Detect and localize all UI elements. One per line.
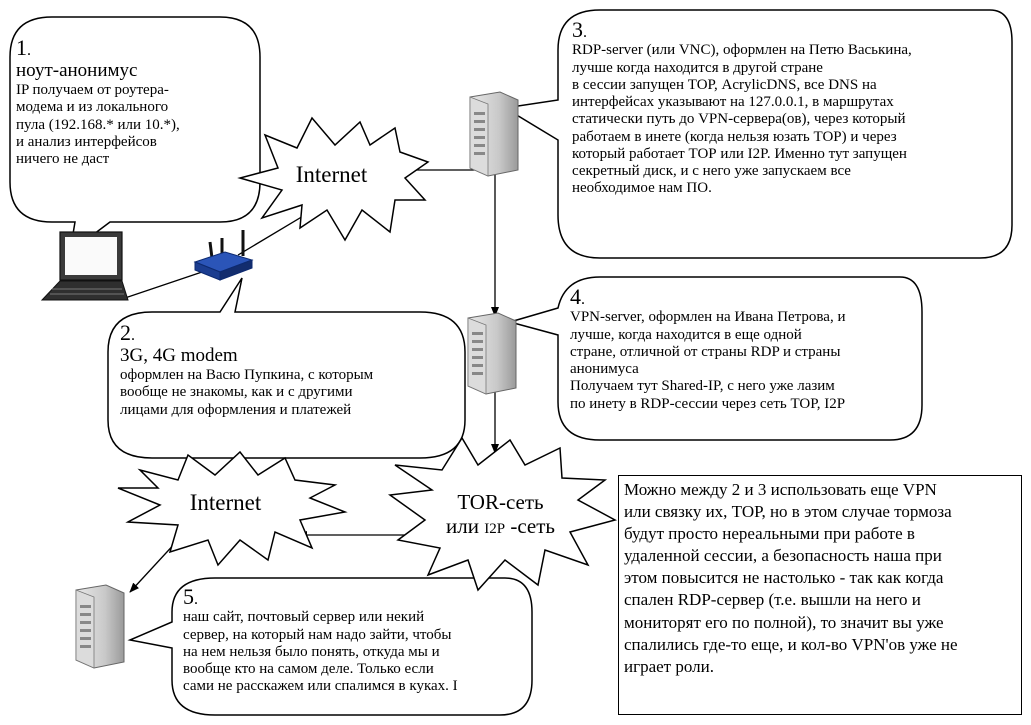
arrow-internet-server5 bbox=[129, 539, 179, 593]
callout-line: необходимое нам ПО. bbox=[572, 180, 712, 197]
callout-text-2: 2. 3G, 4G modem оформлен на Васю Пупкина… bbox=[120, 320, 460, 419]
callout-number-1: 1. bbox=[16, 35, 31, 60]
callout-number-3: 3. bbox=[572, 17, 587, 42]
callout-bubble-2 bbox=[107, 277, 466, 459]
callout-line: IP получаем от роутера- bbox=[16, 82, 169, 99]
callout-text-3: 3. RDP-server (или VNC), оформлен на Пет… bbox=[572, 17, 1007, 198]
callout-line: пула (192.168.* или 10.*), bbox=[16, 116, 180, 133]
internet-cloud-bottom bbox=[117, 450, 348, 567]
callout-heading-2: 3G, 4G modem bbox=[120, 345, 238, 367]
tor-cloud-label: TOR-сеть или I2P -сеть bbox=[428, 490, 573, 538]
note-box: Можно между 2 и 3 использовать еще VPN и… bbox=[618, 475, 1022, 715]
callout-line: интерфейсах указывают на 127.0.0.1, в ма… bbox=[572, 94, 894, 111]
internet-label-bottom: Internet bbox=[189, 490, 262, 515]
internet-cloud-top bbox=[237, 116, 430, 242]
callout-line: анонимуса bbox=[570, 361, 639, 378]
internet-label-top: Internet bbox=[295, 162, 368, 187]
callout-text-1: 1. ноут-анонимус IP получаем от роутера-… bbox=[16, 35, 256, 168]
callout-number-2: 2. bbox=[120, 320, 135, 345]
callout-line: сами не расскажем или спалимся в куках. … bbox=[183, 678, 458, 695]
router-icon bbox=[193, 230, 254, 281]
note-line: спален RDP-сервер (т.е. вышли на него и bbox=[624, 590, 921, 610]
note-line: Можно между 2 и 3 использовать еще VPN bbox=[624, 480, 937, 499]
callout-line: по инету в RDP-сессии через сеть ТОР, I2… bbox=[570, 395, 846, 412]
callout-bubble-3 bbox=[502, 9, 1013, 259]
tor-cloud bbox=[387, 436, 618, 592]
callout-number-5: 5. bbox=[183, 584, 198, 609]
callout-line: лучше когда находится в другой стране bbox=[572, 59, 823, 76]
note-line: мониторят его по полной), то значит вы у… bbox=[624, 612, 944, 632]
callout-line: наш сайт, почтовый сервер или некий bbox=[183, 609, 425, 626]
callout-bubble-4 bbox=[507, 276, 923, 441]
callout-line: и анализ интерфейсов bbox=[16, 133, 157, 150]
callout-line: ничего не даст bbox=[16, 151, 110, 168]
callout-line: RDP-server (или VNC), оформлен на Петю В… bbox=[572, 42, 912, 59]
callout-line: работаем в инете (когда нельзя юзать ТОР… bbox=[572, 128, 897, 145]
callout-line: вообще кто на самом деле. Только если bbox=[183, 661, 434, 678]
callout-line: VPN-server, оформлен на Ивана Петрова, и bbox=[570, 309, 846, 326]
note-line: будут просто нереальными при работе в bbox=[624, 524, 915, 544]
line-laptop-router bbox=[124, 270, 206, 299]
callout-line: в сессии запущен ТОР, AcrylicDNS, все DN… bbox=[572, 76, 877, 93]
callout-line: лучше, когда находится в еще одной bbox=[570, 326, 802, 343]
callout-text-4: 4. VPN-server, оформлен на Ивана Петрова… bbox=[570, 284, 920, 413]
server-icon-vpn bbox=[467, 312, 517, 395]
callout-line: модема и из локального bbox=[16, 99, 169, 116]
tor-cloud-line1: TOR-сеть bbox=[457, 490, 544, 514]
note-line: играет роли. bbox=[624, 656, 714, 676]
note-line: или связку их, ТОР, но в этом случае тор… bbox=[624, 502, 952, 522]
callout-line: на нем нельзя было понять, откуда мы и bbox=[183, 643, 440, 660]
callout-line: который работает ТОР или I2P. Именно тут… bbox=[572, 145, 907, 162]
note-line: этом повысится не настолько - так как ко… bbox=[624, 568, 944, 588]
callout-line: Получаем тут Shared-IP, с него уже лазим bbox=[570, 378, 835, 395]
callout-line: вообще не знакомы, как и с другими bbox=[120, 384, 353, 401]
callout-line: стране, отличной от страны RDP и страны bbox=[570, 343, 841, 360]
tor-cloud-line2: или I2P -сеть bbox=[446, 514, 555, 539]
server-icon-target bbox=[75, 584, 125, 669]
note-line: удаленной сессии, а безопасность наша пр… bbox=[624, 546, 942, 566]
callout-line: статически путь до VPN-сервера(ов), чере… bbox=[572, 111, 906, 128]
note-line: спалились где-то еще, и кол-во VPN'ов уж… bbox=[624, 634, 958, 654]
callout-number-4: 4. bbox=[570, 284, 585, 309]
laptop-icon bbox=[40, 231, 129, 301]
callout-bubble-5 bbox=[127, 577, 533, 716]
callout-text-5: 5. наш сайт, почтовый сервер или некий с… bbox=[183, 584, 531, 696]
callout-line: лицами для оформления и платежей bbox=[120, 401, 352, 418]
callout-heading-1: ноут-анонимус bbox=[16, 60, 138, 82]
callout-line: секретный диск, и с него уже запускаем в… bbox=[572, 163, 851, 180]
callout-line: сервер, на который нам надо зайти, чтобы bbox=[183, 626, 452, 643]
server-icon-rdp bbox=[469, 91, 519, 177]
callout-line: оформлен на Васю Пупкина, с которым bbox=[120, 367, 374, 384]
